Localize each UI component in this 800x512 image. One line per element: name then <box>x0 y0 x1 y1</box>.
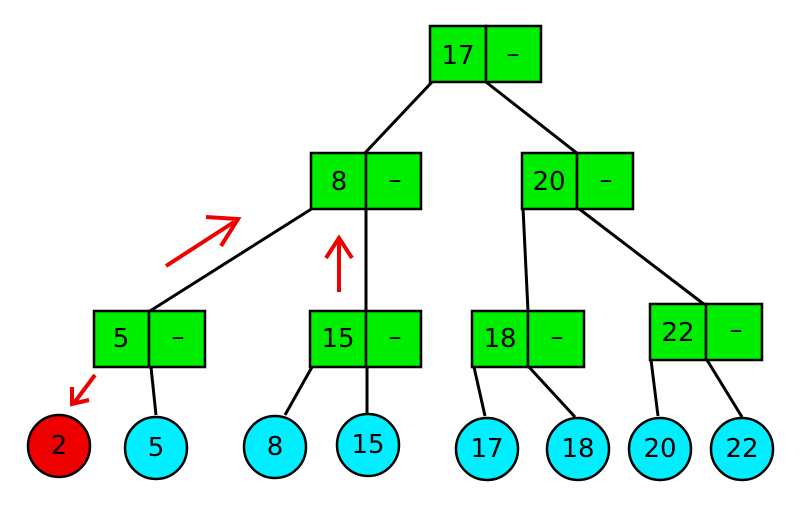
leaf-label: 17 <box>470 434 503 464</box>
node-pointer-label: – <box>507 39 520 69</box>
node-key-label: 22 <box>661 318 694 348</box>
node-pointer-cell <box>526 309 586 369</box>
edge-root-to-20 <box>485 80 579 156</box>
node-pointer-cell <box>364 151 423 211</box>
leaf-circle <box>627 416 693 482</box>
node-pointer-label: – <box>600 165 613 195</box>
node-pointer-cell <box>575 151 635 211</box>
leaf-label: 8 <box>267 432 284 462</box>
node-key-cell <box>428 24 488 84</box>
tree-node-root: 17 – <box>428 24 543 84</box>
leaf-label: 22 <box>725 434 758 464</box>
edge-8-to-5 <box>149 206 314 313</box>
edge-18-to-leaf-18 <box>527 365 577 419</box>
node-pointer-label: – <box>389 322 402 352</box>
leaf-node: 20 <box>627 416 693 482</box>
edge-20-to-22 <box>577 206 706 307</box>
arrow-up-icon <box>324 234 354 292</box>
node-key-cell <box>648 302 708 362</box>
tree-node-8: 8 – <box>309 151 423 211</box>
leaf-node: 17 <box>454 416 520 482</box>
leaf-node: 5 <box>123 415 189 481</box>
node-key-label: 5 <box>113 324 130 354</box>
leaf-circle <box>123 415 189 481</box>
node-pointer-label: – <box>389 165 402 195</box>
node-key-label: 15 <box>321 324 354 354</box>
leaf-label: 5 <box>148 433 165 463</box>
leaf-node: 2 <box>26 413 92 479</box>
edge-5-to-leaf-5 <box>149 366 158 416</box>
leaf-circle <box>335 412 401 478</box>
leaf-node: 15 <box>335 412 401 478</box>
edge-root-to-8 <box>362 80 434 156</box>
node-pointer-cell <box>704 302 764 362</box>
edge-20-to-18 <box>521 207 530 312</box>
leaf-label: 20 <box>643 434 676 464</box>
leaf-circle <box>242 414 308 480</box>
node-pointer-label: – <box>551 322 564 352</box>
tree-node-20: 20 – <box>520 151 635 211</box>
leaf-circle <box>26 413 92 479</box>
leaf-circle <box>545 416 611 482</box>
leaf-label: 15 <box>351 430 384 460</box>
node-key-label: 8 <box>331 167 348 197</box>
tree-node-5: 5 – <box>92 309 207 369</box>
node-key-label: 20 <box>532 167 565 197</box>
node-key-cell <box>520 151 579 211</box>
node-pointer-cell <box>364 309 423 369</box>
node-key-label: 17 <box>441 41 474 71</box>
node-key-cell <box>309 151 368 211</box>
arrow-up-right-icon <box>164 215 242 268</box>
edge-22-to-leaf-20 <box>649 359 660 417</box>
leaf-circle <box>454 416 520 482</box>
leaf-label: 18 <box>561 434 594 464</box>
node-key-cell <box>470 309 530 369</box>
node-pointer-cell <box>484 24 543 84</box>
tree-node-18: 18 – <box>470 309 586 369</box>
traversal-arrows <box>70 215 354 407</box>
node-key-label: 18 <box>483 324 516 354</box>
leaf-node: 8 <box>242 414 308 480</box>
tree-node-15: 15 – <box>308 309 423 369</box>
node-pointer-label: – <box>172 322 185 352</box>
node-pointer-label: – <box>730 315 743 345</box>
edge-22-to-leaf-22 <box>705 359 744 418</box>
leaf-label: 2 <box>51 431 68 461</box>
leaf-circle <box>709 416 775 482</box>
leaf-node: 18 <box>545 416 611 482</box>
leaf-node: 22 <box>709 416 775 482</box>
edge-18-to-leaf-17 <box>472 366 487 417</box>
arrow-down-left-icon <box>70 373 97 407</box>
edge-15-to-leaf-8 <box>283 366 314 416</box>
tree-edges <box>149 80 744 419</box>
tree-leaves: 2 5 8 15 17 18 20 22 <box>26 412 775 482</box>
tree-node-22: 22 – <box>648 302 764 362</box>
node-pointer-cell <box>147 309 207 369</box>
